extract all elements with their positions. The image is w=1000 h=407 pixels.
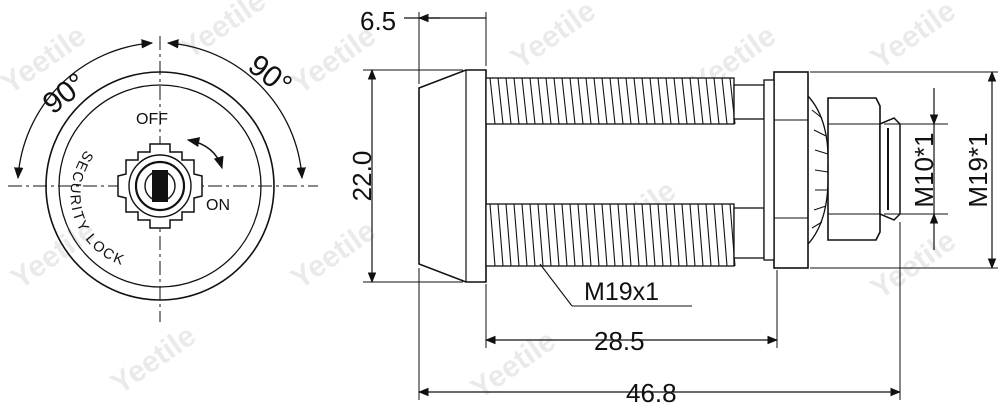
thread-line <box>689 203 696 267</box>
cylinder-ring <box>128 154 192 218</box>
thread-line <box>713 77 720 125</box>
thread-line <box>537 77 544 125</box>
angle-arc-left <box>14 39 154 180</box>
watermark-text: Yeetile <box>505 0 602 76</box>
thread-line <box>617 77 624 125</box>
thread-line <box>521 77 528 125</box>
thread-line <box>673 203 680 267</box>
thread-line <box>625 77 632 125</box>
thread-line <box>633 203 640 267</box>
dim-label-total-len: 46.8 <box>626 378 677 407</box>
thread-line <box>529 77 536 125</box>
position-label-off: OFF <box>136 111 168 128</box>
thread-callout-label: M19x1 <box>584 278 659 306</box>
thread-line <box>505 77 512 125</box>
washer <box>763 79 775 261</box>
keyway-slot <box>152 170 168 202</box>
dim-label-small-nut: M10*1 <box>909 132 939 207</box>
thread-line <box>705 203 712 267</box>
thread-line <box>665 203 672 267</box>
bezel-flange <box>418 69 487 283</box>
thread-line <box>521 203 528 267</box>
thread-line <box>641 77 648 125</box>
dim-label-height: 22.0 <box>347 151 377 202</box>
thread-line <box>585 203 592 267</box>
thread-line <box>649 77 656 125</box>
thread-line <box>721 203 728 267</box>
thread-line <box>609 203 616 267</box>
watermark-text: Yeetile <box>865 0 962 76</box>
thread-line <box>513 77 520 125</box>
leader-thread <box>539 263 573 307</box>
thread-line <box>665 77 672 125</box>
dim-label-large-nut: M19*1 <box>963 132 993 207</box>
thread-line <box>505 203 512 267</box>
angle-label-right: 90° <box>242 48 298 102</box>
thread-line <box>529 203 536 267</box>
thread-line <box>673 77 680 125</box>
cam-end <box>879 117 901 221</box>
small-hex-nut <box>827 97 881 241</box>
hex-nut <box>773 71 809 269</box>
position-label-on: ON <box>206 197 230 214</box>
thread-line <box>697 77 704 125</box>
front-view <box>8 36 318 322</box>
thread-line <box>489 203 496 267</box>
thread-line <box>601 77 608 125</box>
star-washer-teeth <box>811 109 829 229</box>
thread-line <box>649 203 656 267</box>
thread-lines-bottom <box>489 203 736 267</box>
thread-line <box>609 77 616 125</box>
thread-line <box>641 203 648 267</box>
watermark-text: Yeetile <box>105 319 202 401</box>
thread-line <box>585 77 592 125</box>
watermark-text: Yeetile <box>285 214 382 296</box>
cylinder-ring-inner <box>134 160 186 212</box>
thread-line <box>633 77 640 125</box>
side-view <box>363 12 998 400</box>
thread-line <box>593 77 600 125</box>
thread-line <box>513 203 520 267</box>
thread-line <box>705 77 712 125</box>
thread-line <box>537 203 544 267</box>
thread-line <box>561 77 568 125</box>
thread-line <box>497 77 504 125</box>
dim-label-thread-len: 28.5 <box>594 326 645 356</box>
thread-line <box>697 203 704 267</box>
thread-line <box>657 203 664 267</box>
thread-line <box>721 77 728 125</box>
thread-line <box>657 77 664 125</box>
thread-line <box>617 203 624 267</box>
angle-arc-right <box>166 39 306 180</box>
thread-line <box>545 77 552 125</box>
thread-line <box>545 203 552 267</box>
thread-line <box>577 77 584 125</box>
thread-line <box>689 77 696 125</box>
thread-line <box>681 203 688 267</box>
watermark-text: Yeetile <box>865 224 962 306</box>
shank-top <box>733 84 765 120</box>
thread-line <box>561 203 568 267</box>
rotation-arrow <box>186 137 224 170</box>
thread-line <box>681 77 688 125</box>
thread-line <box>569 203 576 267</box>
thread-line <box>553 203 560 267</box>
thread-lines-top <box>489 77 736 125</box>
bezel-inner-circle <box>58 84 262 288</box>
thread-line <box>625 203 632 267</box>
thread-line <box>601 203 608 267</box>
thread-line <box>553 77 560 125</box>
thread-line <box>497 203 504 267</box>
thread-line <box>593 203 600 267</box>
thread-line <box>489 77 496 125</box>
thread-line <box>713 203 720 267</box>
bezel-outer-circle <box>45 71 275 301</box>
shank-bottom <box>733 207 765 259</box>
dim-label-flange: 6.5 <box>360 6 396 36</box>
watermark-text: Yeetile <box>465 324 562 406</box>
thread-line <box>577 203 584 267</box>
thread-line <box>569 77 576 125</box>
